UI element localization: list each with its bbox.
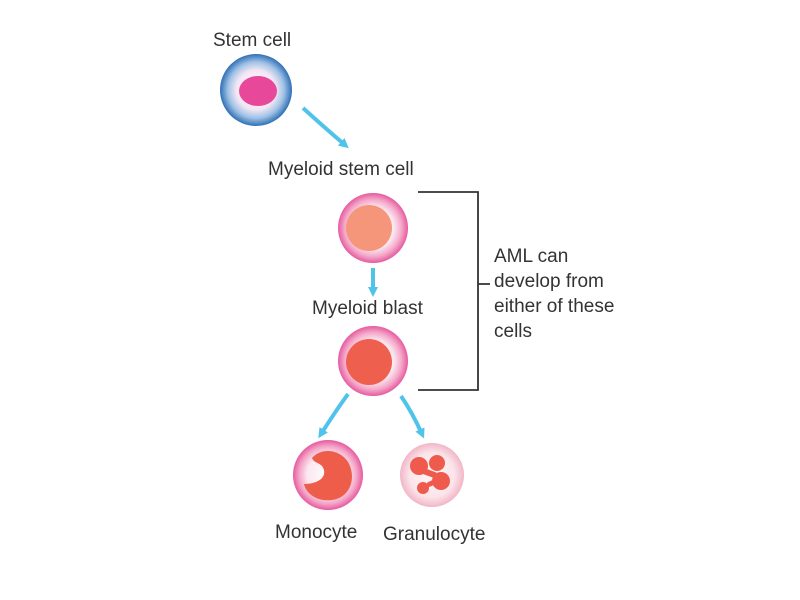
arrow-blast-to-monocyte [318,392,350,439]
arrow-stem-to-myeloid [301,106,349,149]
granulocyte-nucleus [410,455,450,494]
myeloid-blast-label: Myeloid blast [312,298,423,319]
granulocyte-label: Granulocyte [383,524,486,545]
monocyte-cell [293,440,363,510]
myeloid-blast-cell [338,326,408,396]
myeloid-stem-cell [338,193,408,263]
aml-annotation-line-4: cells [494,321,533,342]
aml-annotation-line-3: either of these [494,296,615,317]
stem-cell [220,54,292,126]
monocyte-nucleus [304,451,352,501]
arrow-blast-to-granulocyte [399,394,425,439]
aml-bracket [418,191,490,391]
myeloid-stem-cell-nucleus [346,205,392,251]
stem-cell-label: Stem cell [213,30,292,51]
stem-cell-nucleus [239,76,277,106]
monocyte-label: Monocyte [275,522,358,543]
aml-annotation-line-1: AML can [494,246,569,267]
granulocyte-cell [400,443,464,507]
myeloid-blast-nucleus [346,339,392,385]
myeloid-stem-cell-label: Myeloid stem cell [268,159,414,180]
aml-annotation-line-2: develop from [494,271,604,292]
aml-annotation: AML can develop from either of these cel… [494,244,654,344]
